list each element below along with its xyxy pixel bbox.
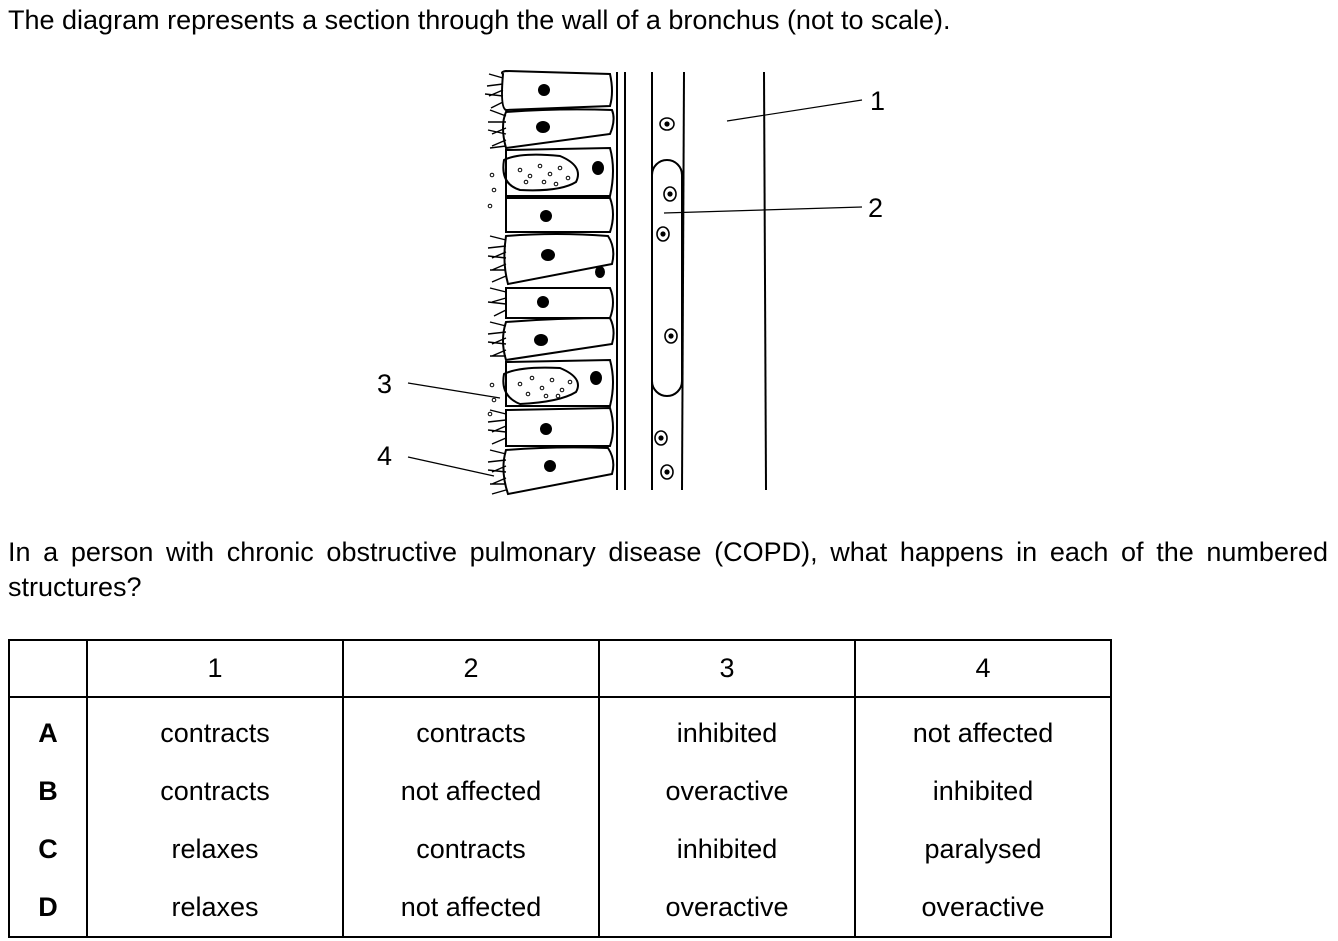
header-cell-1: 1 [86,639,344,698]
table-row: D relaxes not affected overactive overac… [8,878,1112,938]
epithelium-nuclei [534,84,605,472]
table-cell: inhibited [598,697,856,762]
elongated-cell [651,159,683,397]
table-cell: overactive [598,762,856,820]
option-letter: D [8,878,88,938]
header-cell-3: 3 [598,639,856,698]
wall-nuclei [654,117,678,480]
bronchus-wall-diagram: 1 2 3 4 [377,69,885,496]
header-cell-4: 4 [854,639,1112,698]
table-cell: relaxes [86,878,344,938]
table-row: A contracts contracts inhibited not affe… [8,697,1112,762]
table-cell: contracts [342,697,600,762]
wall-layers [616,71,767,491]
table-cell: relaxes [86,820,344,878]
goblet-granules [487,163,573,417]
intro-text: The diagram represents a section through… [8,5,951,35]
table-cell: inhibited [598,820,856,878]
cilia [484,73,507,495]
table-cell: contracts [86,697,344,762]
diagram-label-4: 4 [377,441,392,471]
table-cell: inhibited [854,762,1112,820]
option-letter: C [8,820,88,878]
goblet-cells [502,153,579,406]
header-cell-2: 2 [342,639,600,698]
answer-options-table: 1 2 3 4 A contracts contracts inhibited … [8,639,1112,938]
question-text: In a person with chronic obstructive pul… [8,537,1328,602]
table-cell: not affected [854,697,1112,762]
table-row: B contracts not affected overactive inhi… [8,762,1112,820]
table-cell: not affected [342,878,600,938]
diagram-label-1: 1 [870,86,885,116]
table-cell: contracts [342,820,600,878]
table-cell: overactive [854,878,1112,938]
diagram-label-3: 3 [377,369,392,399]
table-cell: contracts [86,762,344,820]
header-cell-blank [8,639,88,698]
epithelium-cells [501,69,615,496]
table-row: C relaxes contracts inhibited paralysed [8,820,1112,878]
table-header-row: 1 2 3 4 [8,639,1112,698]
option-letter: A [8,697,88,762]
table-cell: not affected [342,762,600,820]
diagram-label-2: 2 [868,193,883,223]
table-cell: overactive [598,878,856,938]
label-leaders [407,99,863,477]
option-letter: B [8,762,88,820]
table-cell: paralysed [854,820,1112,878]
